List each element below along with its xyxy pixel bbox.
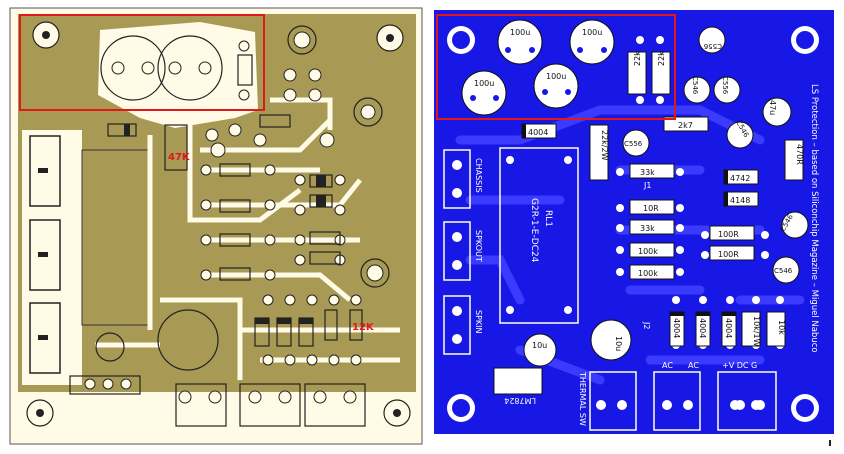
mounting-hole-icon [383, 399, 411, 427]
right-board: 100u 100u 100u 100u 10u 10u 47u [434, 10, 834, 434]
connector-area [22, 130, 82, 385]
cap-label-c5: 10u [532, 341, 547, 350]
label-47k: 47K [168, 152, 191, 163]
mounting-hole-icon [26, 399, 54, 427]
mounting-hole-icon [32, 21, 60, 49]
connector-spkin-outline [29, 302, 61, 374]
right-connectors [443, 149, 777, 431]
label-v-dc-g: +V DC G [722, 361, 757, 370]
relay-part-label: G2R-1-E-DC24 [529, 198, 539, 263]
cap-label-c6: 10u [614, 336, 623, 351]
regulator-outline [493, 367, 543, 395]
res-label-100r-b: 100R [718, 250, 739, 259]
mounting-hole-icon [791, 394, 819, 422]
trans-label-c546-d: C546 [774, 267, 793, 275]
res-label-100r-a: 100R [718, 230, 739, 239]
res-label-22k-a: 22k [633, 51, 642, 66]
mounting-hole-icon [447, 394, 475, 422]
label-ac-1: AC [662, 361, 673, 370]
right-resistor-labels: 22k 22k 2k7 22k/2W 33k 10R 33k 100k 100k… [600, 51, 804, 347]
cap-label-c2: 100u [582, 28, 602, 37]
res-label-33k-b: 33k [640, 224, 655, 233]
right-capacitors [461, 19, 792, 367]
regulator-label: LM7824 [504, 396, 536, 405]
label-chassis: CHASSIS [474, 158, 483, 193]
connector-chassis-outline [29, 135, 61, 207]
left-diode-bands [124, 124, 326, 324]
right-connector-pads [452, 160, 765, 410]
label-ac-2: AC [688, 361, 699, 370]
res-label-22k-b: 22k [657, 51, 666, 66]
diode-label-4004-a: 4004 [672, 318, 681, 338]
res-label-33k-a: 33k [640, 168, 655, 177]
left-board: 47K 12K [9, 7, 423, 445]
res-label-10r: 10R [643, 204, 659, 213]
trans-label-c556-b: C556 [721, 76, 729, 95]
cap-label-c4: 100u [546, 72, 566, 81]
trans-label-c546-a: C546 [691, 76, 699, 95]
relay-outline [499, 147, 579, 324]
board-title: LS Protection – based on Siliconchip Mag… [809, 84, 819, 353]
label-spkin: SPKIN [474, 310, 483, 334]
right-resistors [589, 51, 804, 347]
jumper-label-j1: J1 [643, 181, 651, 190]
trans-label-c556-a: C556 [703, 42, 722, 50]
trans-label-c556-c: C556 [624, 140, 643, 148]
relay-pads [506, 156, 572, 314]
highlight-box-right [436, 14, 676, 120]
cap-label-c1: 100u [510, 28, 530, 37]
res-label-10k: 10k [777, 320, 786, 335]
cap-label-c7: 47u [768, 100, 777, 115]
res-label-10k1w: 10k/1W [752, 316, 761, 347]
label-thermal-sw: THERMAL SW [578, 371, 587, 426]
mounting-hole-icon [791, 26, 819, 54]
right-connector-labels: CHASSIS SPKOUT SPKIN THERMAL SW AC AC +V… [474, 158, 757, 426]
res-label-22k2w: 22k/2W [600, 130, 609, 161]
right-mounting-holes [447, 26, 819, 422]
diode-label-4004-top: 4004 [528, 128, 548, 137]
diode-label-4004-c: 4004 [724, 318, 733, 338]
right-diodes [521, 123, 759, 347]
res-label-2k7: 2k7 [678, 121, 693, 130]
capacitor-keepout-area [98, 22, 258, 128]
mounting-hole-icon [376, 24, 404, 52]
diode-label-4742: 4742 [730, 174, 750, 183]
diode-label-4148: 4148 [730, 196, 750, 205]
left-pads [84, 31, 384, 404]
res-label-100k-a: 100k [638, 247, 658, 256]
res-label-100k-b: 100k [638, 269, 658, 278]
mounting-hole-icon [447, 26, 475, 54]
label-12k: 12K [352, 322, 375, 333]
jumper-label-j2: J2 [642, 321, 651, 329]
relay-label: RL1 [543, 210, 553, 227]
right-diode-labels: 4004 4742 4148 4004 4004 4004 [528, 128, 750, 338]
res-label-470r: 470R [795, 144, 804, 165]
left-mounting-holes [26, 21, 411, 427]
connector-spkout-outline [29, 219, 61, 291]
label-spkout: SPKOUT [474, 230, 483, 262]
cap-label-c3: 100u [474, 79, 494, 88]
highlight-box-left [19, 14, 265, 111]
diode-label-4004-b: 4004 [698, 318, 707, 338]
right-transistors [622, 26, 809, 284]
